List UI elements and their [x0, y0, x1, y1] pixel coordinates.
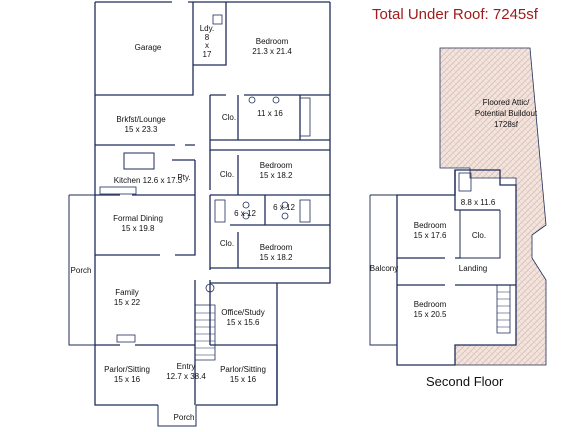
closet1-label: Clo.	[222, 113, 236, 122]
first-floor-plan	[68, 1, 331, 427]
side-porch-label: Porch	[71, 266, 92, 275]
landing-label: Landing	[459, 264, 487, 273]
bath2-label: 6 x 12	[234, 209, 256, 218]
bath3-label: 6 x 12	[273, 203, 295, 212]
balcony-label: Balcony	[370, 264, 398, 273]
kitchen-label: Kitchen 12.6 x 17.3	[114, 176, 183, 185]
closet2-label: Clo.	[220, 170, 234, 179]
bath1-label: 11 x 16	[257, 109, 283, 118]
garage-label: Garage	[135, 43, 162, 52]
closet3-label: Clo.	[220, 239, 234, 248]
second-floor-title: Second Floor	[426, 374, 504, 389]
sf-bath-label: 8.8 x 11.6	[461, 198, 496, 207]
front-porch-label: Porch	[174, 413, 195, 422]
sf-closet-label: Clo.	[472, 231, 486, 240]
pantry-label: Pty.	[177, 173, 190, 182]
total-under-roof-label: Total Under Roof: 7245sf	[372, 6, 539, 23]
